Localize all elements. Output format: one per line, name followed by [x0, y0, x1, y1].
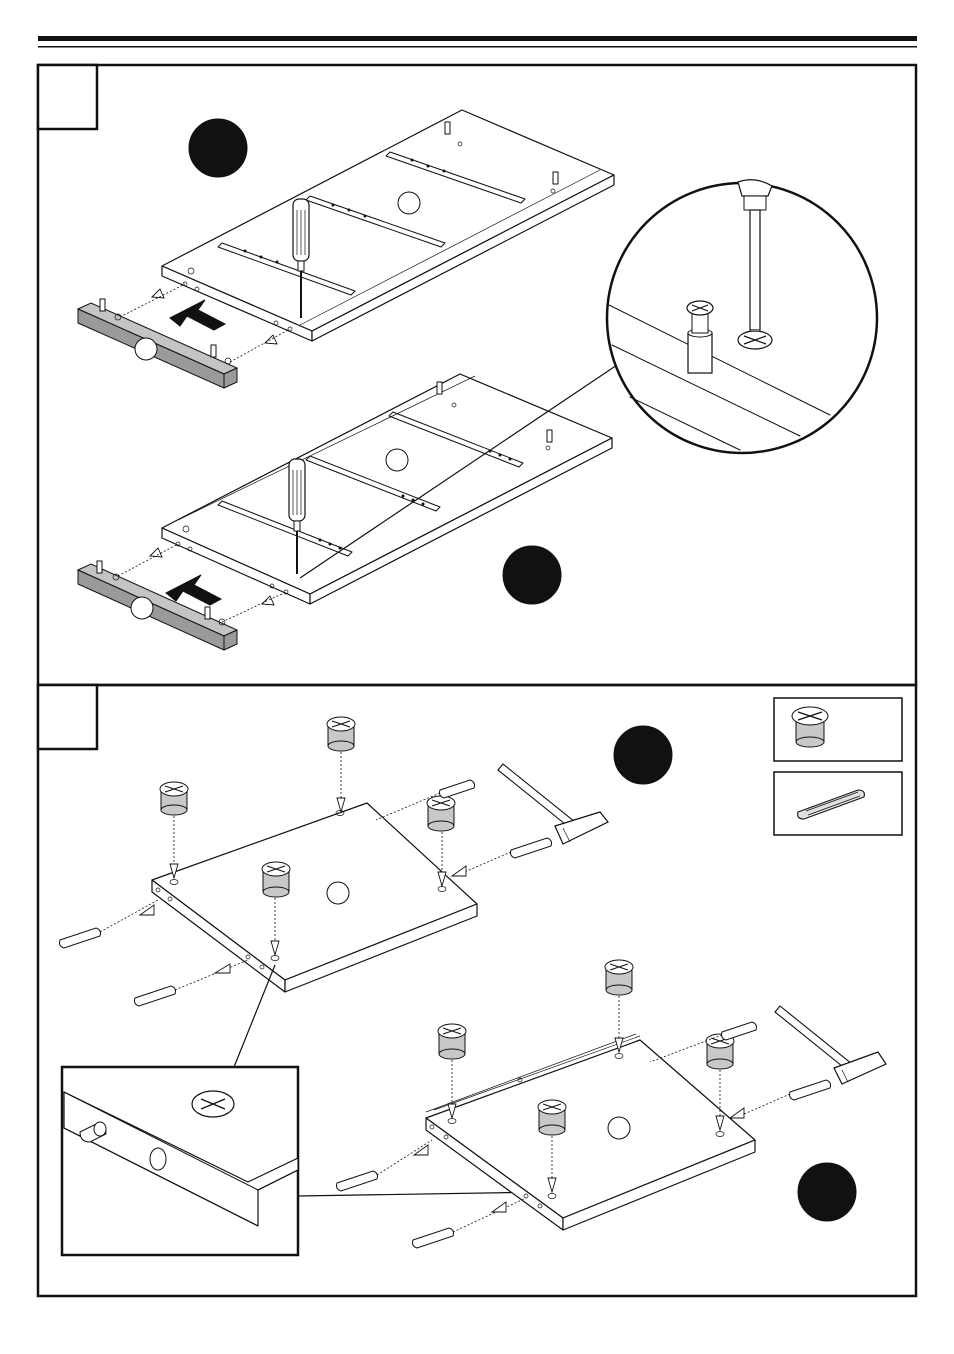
guide-arrow [215, 964, 230, 973]
dowel [440, 780, 475, 798]
guide-line [453, 1198, 526, 1232]
lower-board-assembly [78, 374, 612, 650]
guide-arrow [337, 798, 345, 812]
hammer [498, 764, 608, 844]
guide-line [175, 960, 248, 990]
board-top-face [426, 1040, 755, 1218]
guide-line [118, 544, 178, 576]
cam-lock [327, 717, 355, 751]
inset-leader-line [234, 965, 275, 1067]
inset-leader-line [298, 1192, 548, 1196]
cam-lock [160, 782, 188, 815]
guide-arrow [730, 1108, 744, 1118]
cam-lock [438, 1024, 466, 1059]
dowel [60, 928, 101, 948]
callout-filled-circle [798, 1163, 856, 1221]
step-1-panel [38, 65, 916, 685]
part-label-circle [398, 192, 420, 214]
push-arrow [170, 300, 225, 330]
step-2-number-box [38, 685, 97, 749]
edge-hole [150, 1148, 166, 1170]
cam-lock-head [192, 1091, 234, 1117]
step-1-number-box [38, 65, 97, 129]
guide-arrow [262, 596, 274, 605]
dowel [337, 1171, 378, 1191]
cam-lock [605, 960, 633, 995]
dowel [511, 838, 552, 858]
dowel [413, 1228, 454, 1248]
guide-arrow [265, 335, 277, 344]
part-label-circle [135, 338, 157, 360]
callout-filled-circle [614, 726, 672, 784]
guide-arrow [152, 289, 164, 298]
legend-dowel-box [774, 772, 902, 835]
cam-lock [538, 1100, 566, 1135]
board-hole [518, 1078, 522, 1082]
cam-lock-icon [792, 707, 828, 747]
guide-line [377, 1140, 432, 1175]
guide-arrow [414, 1145, 428, 1155]
hammer [775, 1006, 886, 1084]
screw-head [738, 331, 772, 349]
guide-line [100, 900, 158, 932]
header-rule-thick [38, 36, 917, 41]
step-2-panel [38, 685, 916, 1296]
callout-filled-circle [189, 119, 247, 177]
callout-filled-circle [503, 546, 561, 604]
board-top-face [152, 803, 477, 980]
push-arrow [166, 575, 221, 605]
part-label-circle [131, 597, 153, 619]
rail-piece [78, 299, 237, 388]
guide-arrow [452, 866, 466, 876]
upper-board-assembly [78, 110, 614, 388]
detail-zoom-circle [607, 180, 877, 453]
rail-piece [78, 561, 237, 650]
guide-line [222, 592, 286, 622]
cam-lock [427, 796, 455, 831]
cam-pin [687, 301, 713, 373]
step2-upper-board [60, 717, 609, 1006]
cam-lock [262, 862, 290, 897]
dowel [135, 986, 176, 1006]
guide-arrow [150, 548, 162, 557]
legend-cam-lock-box [774, 698, 902, 761]
inset-detail-box [62, 1067, 298, 1255]
guide-line [230, 329, 290, 362]
guide-arrow [492, 1202, 506, 1212]
part-label-circle [608, 1117, 630, 1139]
guide-line [120, 284, 185, 317]
header-rule-thin [38, 46, 917, 48]
part-label-circle [386, 449, 408, 471]
dowel [790, 1080, 831, 1100]
part-label-circle [327, 882, 349, 904]
dowel [722, 1022, 757, 1040]
